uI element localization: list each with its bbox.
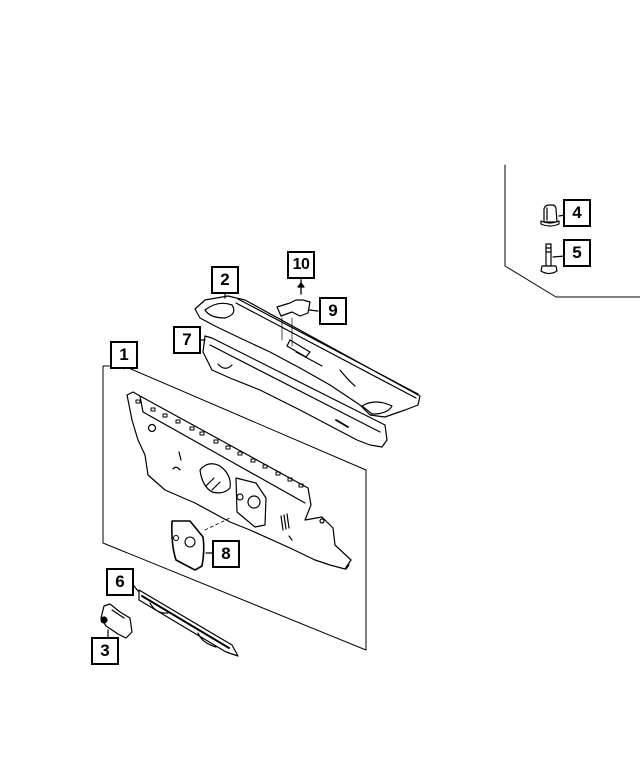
callout-leaders: [200, 278, 302, 341]
callout-9[interactable]: 9: [319, 297, 347, 325]
lower-reinforcement: [133, 585, 239, 657]
cowl-top-panel: [194, 293, 421, 418]
hardware-inset-frame: [504, 164, 640, 298]
callout-4[interactable]: 4: [563, 199, 591, 227]
callout-10[interactable]: 10: [287, 251, 315, 279]
dash-panel: [126, 391, 352, 570]
bolt-icon: [540, 243, 566, 275]
small-bracket: [276, 299, 319, 347]
callout-5[interactable]: 5: [563, 239, 591, 267]
callout-7[interactable]: 7: [173, 326, 201, 354]
cover-plate: [171, 520, 213, 571]
callout-6[interactable]: 6: [106, 568, 134, 596]
callout-1[interactable]: 1: [110, 341, 138, 369]
callout-3[interactable]: 3: [91, 637, 119, 665]
leader-line: [204, 516, 233, 531]
bracket-part: [100, 603, 133, 639]
nut-icon: [540, 204, 566, 227]
cowl-inner-panel: [200, 335, 388, 448]
callout-2[interactable]: 2: [211, 266, 239, 294]
callout-8[interactable]: 8: [212, 540, 240, 568]
